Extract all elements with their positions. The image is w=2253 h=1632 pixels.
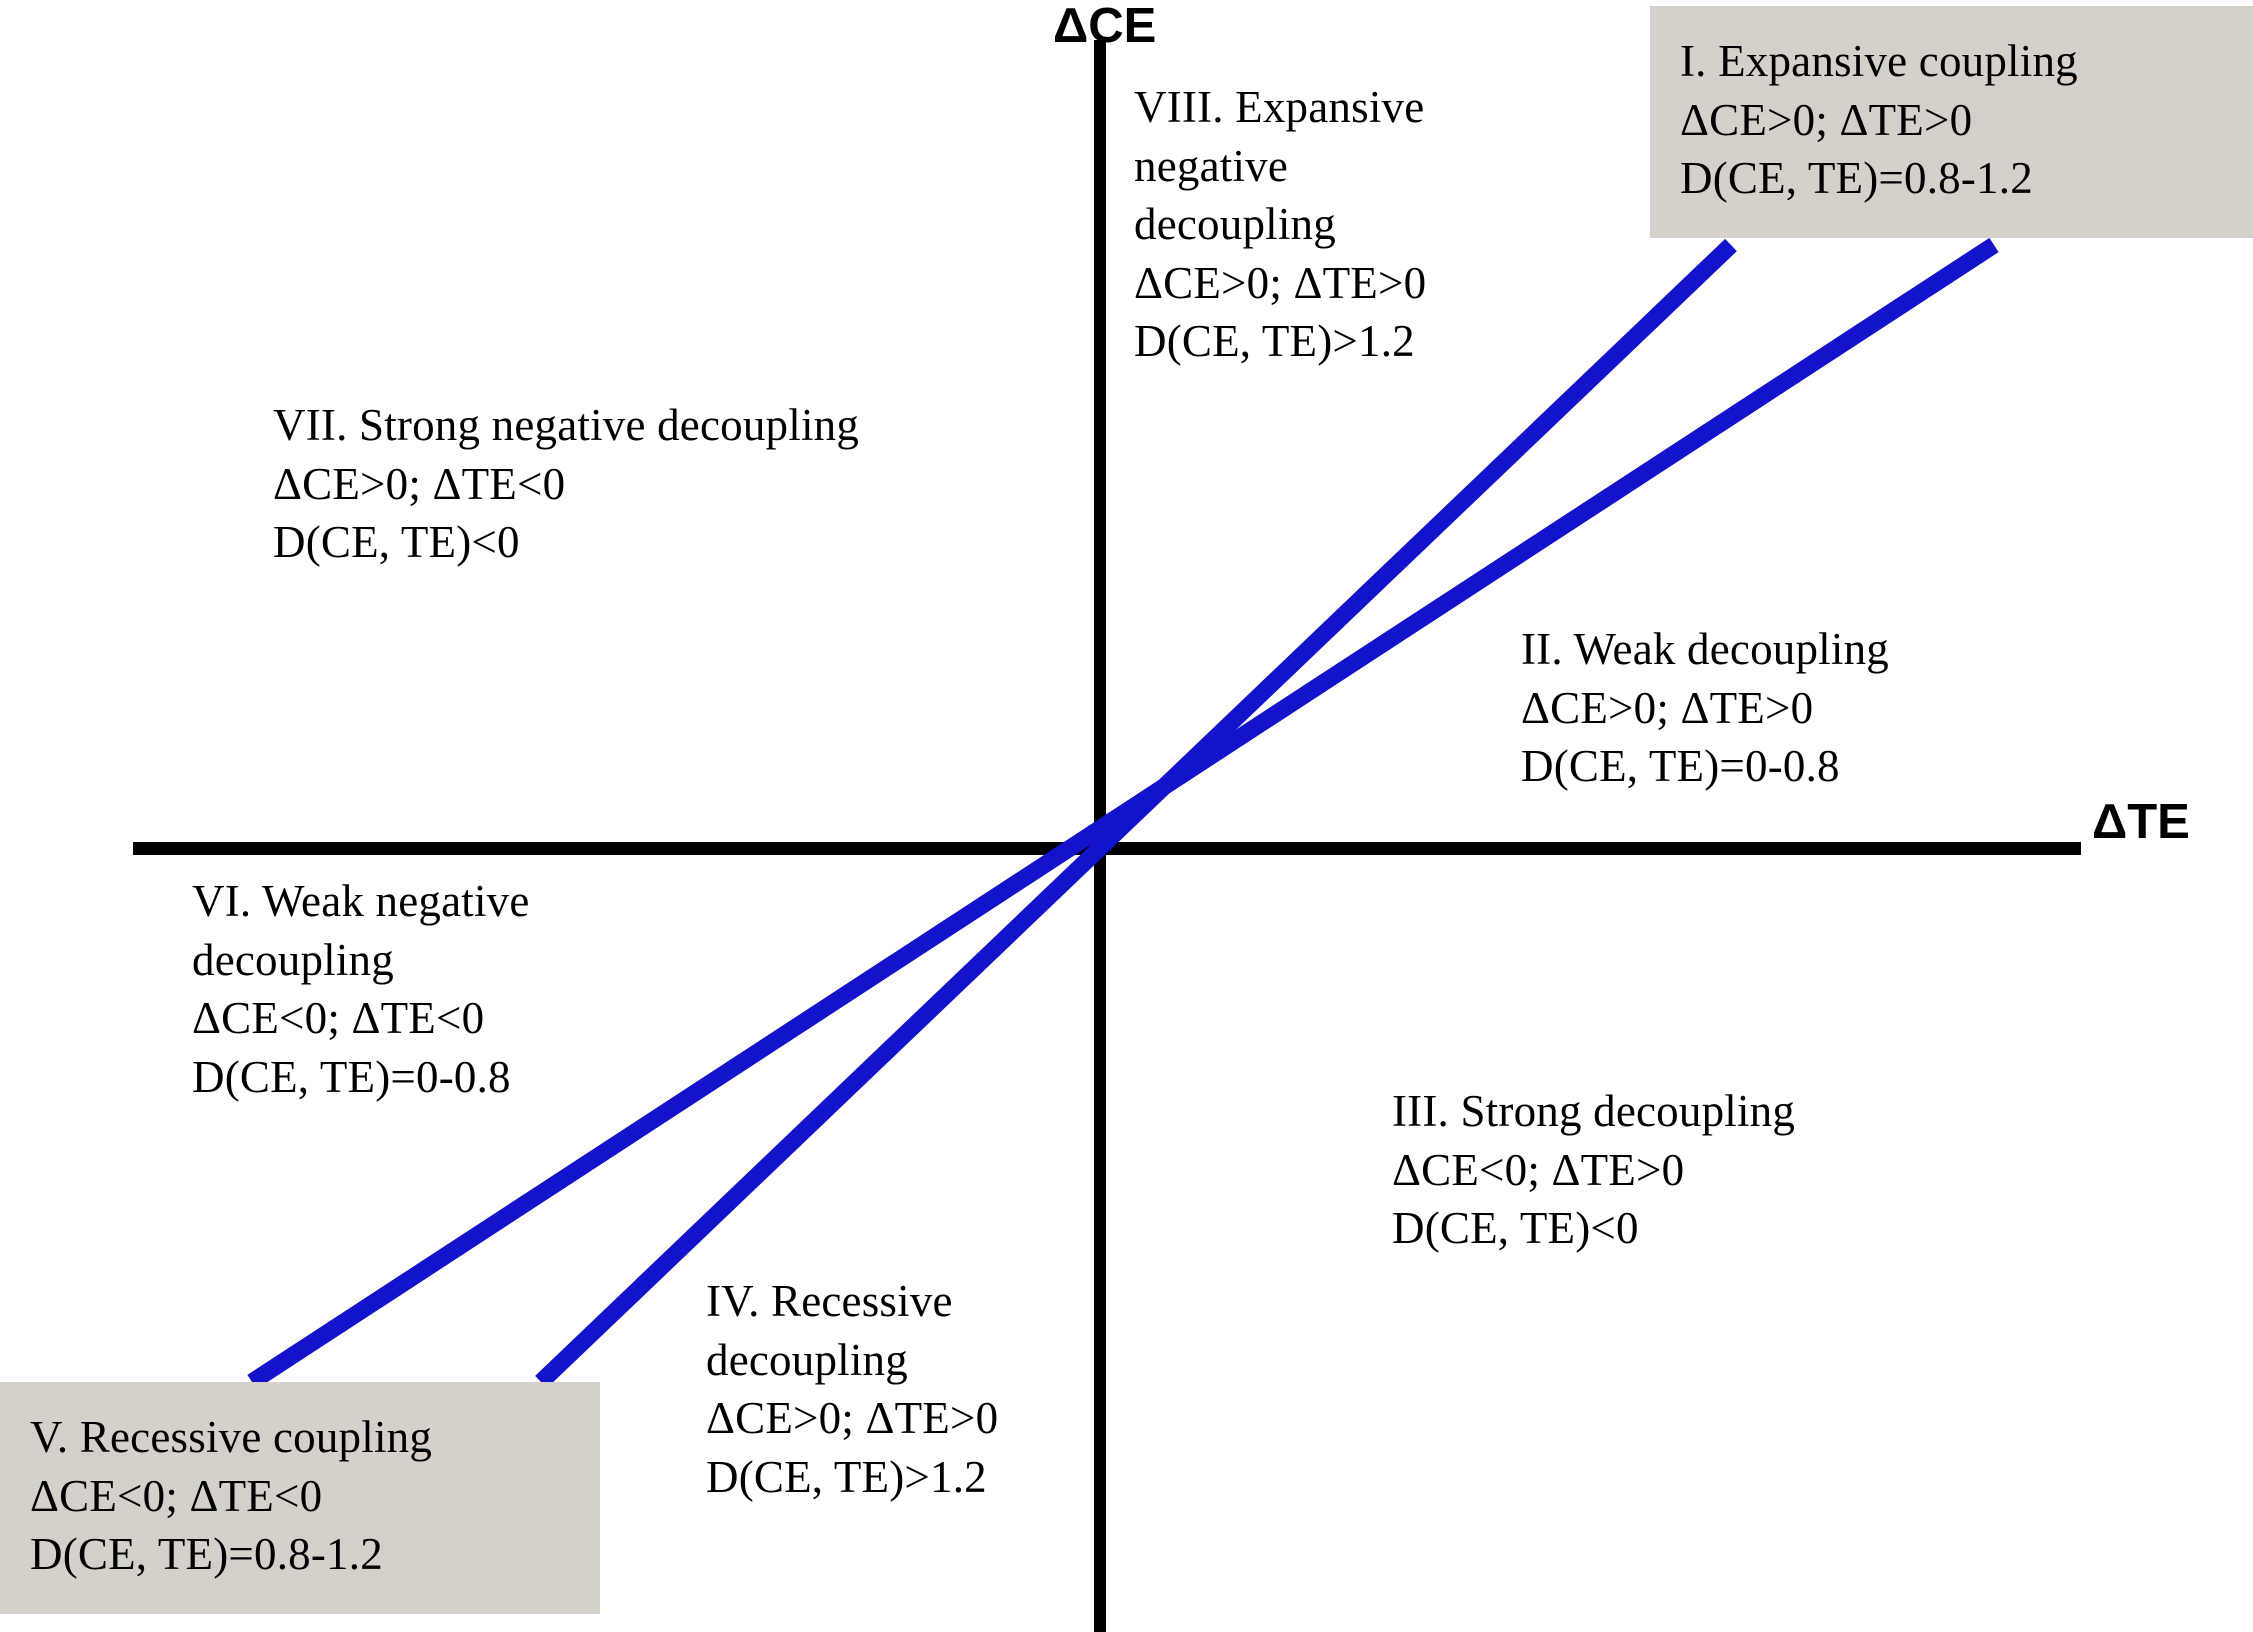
horizontal-axis (133, 842, 2081, 855)
quadrant-label-iii: III. Strong decoupling ΔCE<0; ΔTE>0 D(CE… (1392, 1086, 1796, 1253)
quadrant-label-v: V. Recessive coupling ΔCE<0; ΔTE<0 D(CE,… (0, 1382, 600, 1614)
quadrant-label-ii: II. Weak decoupling ΔCE>0; ΔTE>0 D(CE, T… (1521, 624, 1889, 791)
quadrant-label-viii: VIII. Expansive negative decoupling ΔCE>… (1134, 82, 1427, 366)
quadrant-label-i: I. Expansive coupling ΔCE>0; ΔTE>0 D(CE,… (1650, 6, 2253, 238)
quadrant-label-vi: VI. Weak negative decoupling ΔCE<0; ΔTE<… (192, 876, 530, 1102)
x-axis-label: ΔTE (2092, 795, 2190, 849)
quadrant-label-iv: IV. Recessive decoupling ΔCE>0; ΔTE>0 D(… (706, 1276, 999, 1502)
quadrant-label-vii: VII. Strong negative decoupling ΔCE>0; Δ… (273, 400, 860, 567)
y-axis-label: ΔCE (1053, 0, 1157, 53)
